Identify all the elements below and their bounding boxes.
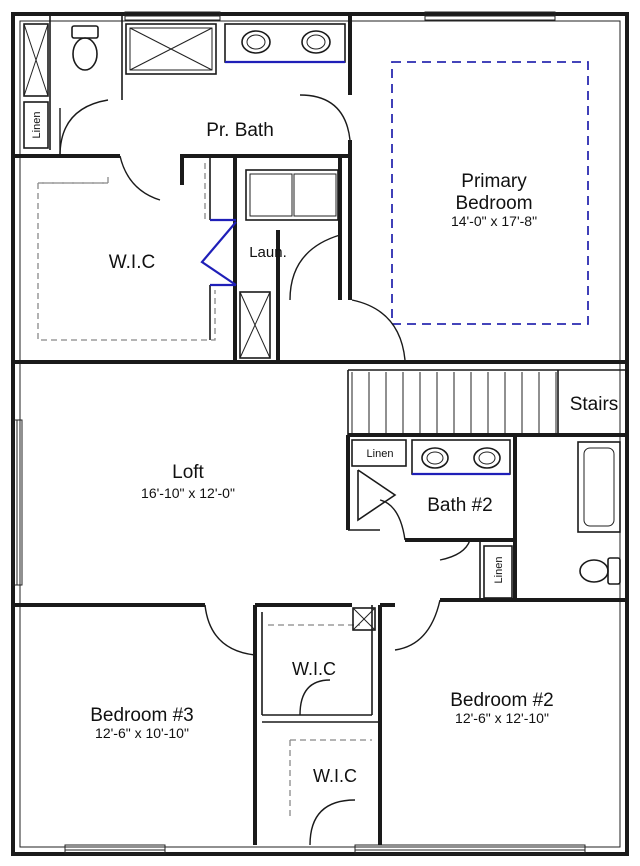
bath-2-fixtures [351, 439, 621, 599]
interior-walls [15, 16, 625, 845]
label-primary-bedroom-2: Bedroom [455, 193, 532, 214]
windows [12, 11, 586, 855]
label-loft: Loft [172, 462, 204, 483]
label-linen-bath2-top: Linen [367, 448, 394, 460]
wic-upper-detail [352, 607, 376, 631]
label-wic-upper: W.I.C [292, 659, 336, 679]
label-linen-bath2-side: Linen [493, 557, 505, 584]
dims-bedroom-3: 12'-6" x 10'-10" [95, 725, 189, 741]
label-wic-lower: W.I.C [313, 766, 357, 786]
label-bedroom-2: Bedroom #2 [450, 690, 554, 711]
label-laundry: Laun. [249, 244, 287, 261]
stairs-treads [351, 372, 557, 433]
dims-bedroom-2: 12'-6" x 12'-10" [455, 710, 549, 726]
label-primary-bedroom-1: Primary [461, 171, 527, 192]
dims-primary-bedroom: 14'-0" x 17'-8" [451, 213, 537, 229]
closet-shelving [37, 163, 372, 820]
room-labels: Pr. Bath Primary Bedroom 14'-0" x 17'-8"… [31, 112, 618, 786]
label-wic-primary: W.I.C [109, 252, 155, 273]
label-stairs: Stairs [570, 394, 619, 415]
primary-bath-fixtures [23, 23, 346, 97]
dims-loft: 16'-10" x 12'-0" [141, 485, 235, 501]
label-bedroom-3: Bedroom #3 [90, 705, 194, 726]
door-swings [59, 94, 471, 846]
tray-ceiling-outline [391, 61, 589, 325]
label-primary-bath: Pr. Bath [206, 120, 274, 141]
label-linen-primary: Linen [31, 112, 43, 139]
label-bath-2: Bath #2 [427, 495, 493, 516]
laundry-fixtures [200, 169, 339, 359]
linen-closet-primary [23, 101, 49, 149]
